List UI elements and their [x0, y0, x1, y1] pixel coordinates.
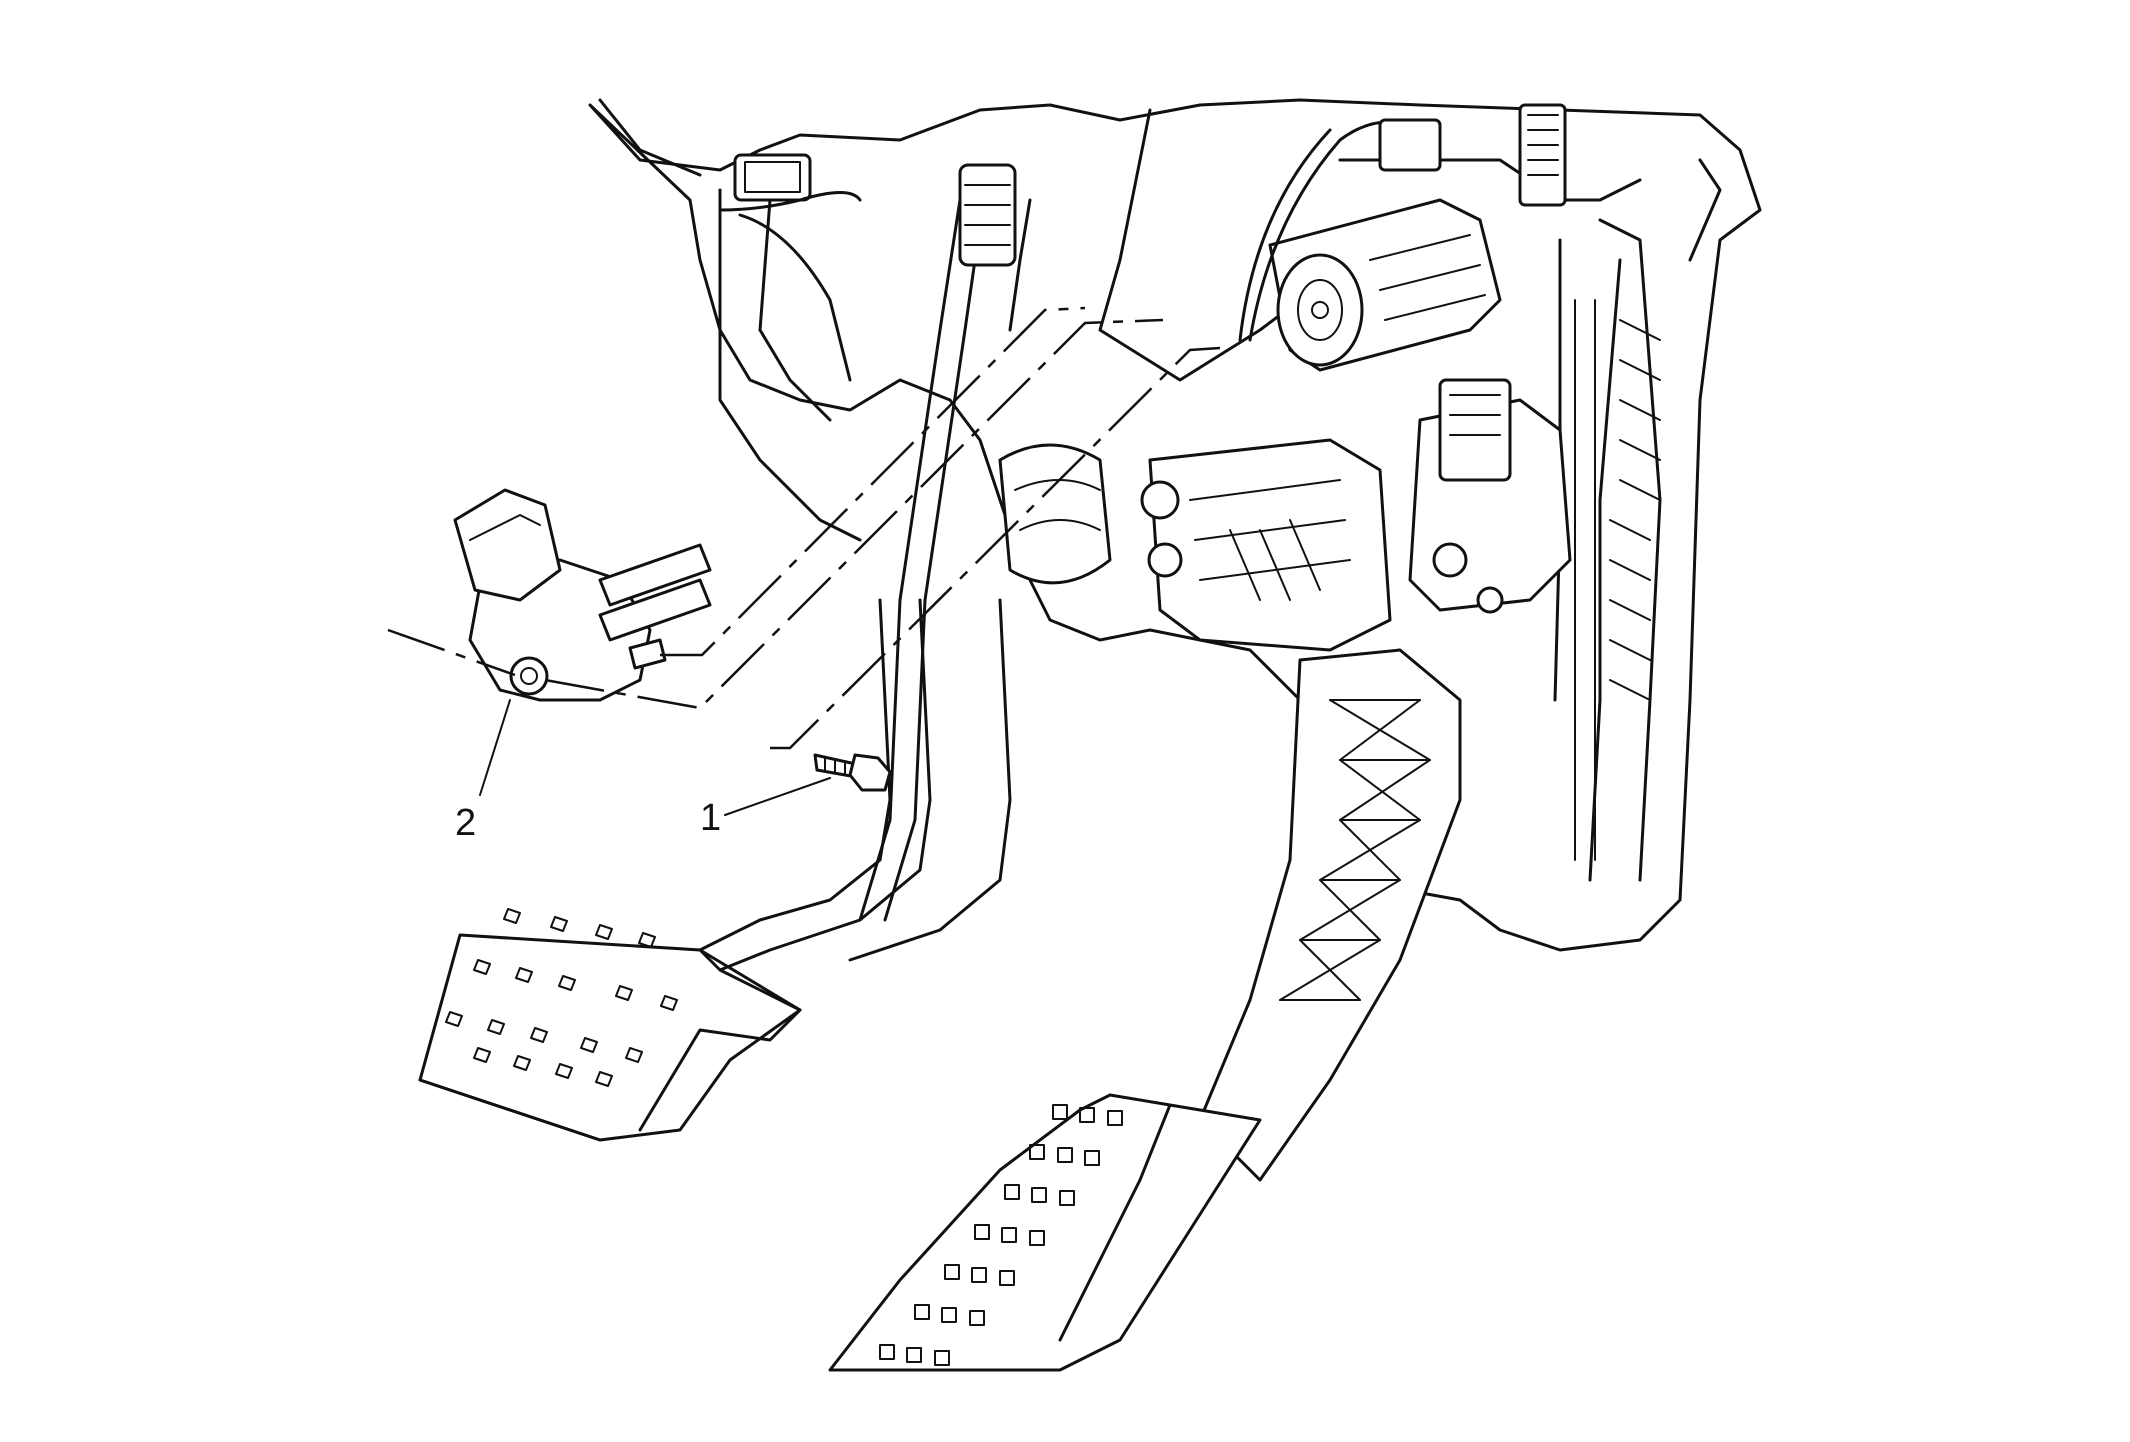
callout-2: 2 — [455, 699, 511, 844]
brake-pedal — [418, 598, 1012, 1142]
exploded-view-lines — [387, 306, 1221, 750]
accelerator-pad-grip — [879, 1104, 1123, 1366]
callout-1: 1 — [700, 777, 831, 839]
callout-1-label: 1 — [700, 797, 721, 839]
callout-2-label: 2 — [455, 802, 476, 844]
brake-pedal-position-sensor — [453, 488, 712, 702]
brake-pad-grip — [445, 908, 678, 1087]
bolt — [813, 753, 892, 792]
pedal-support-bracket — [588, 98, 1762, 952]
accelerator-pedal — [828, 648, 1462, 1372]
